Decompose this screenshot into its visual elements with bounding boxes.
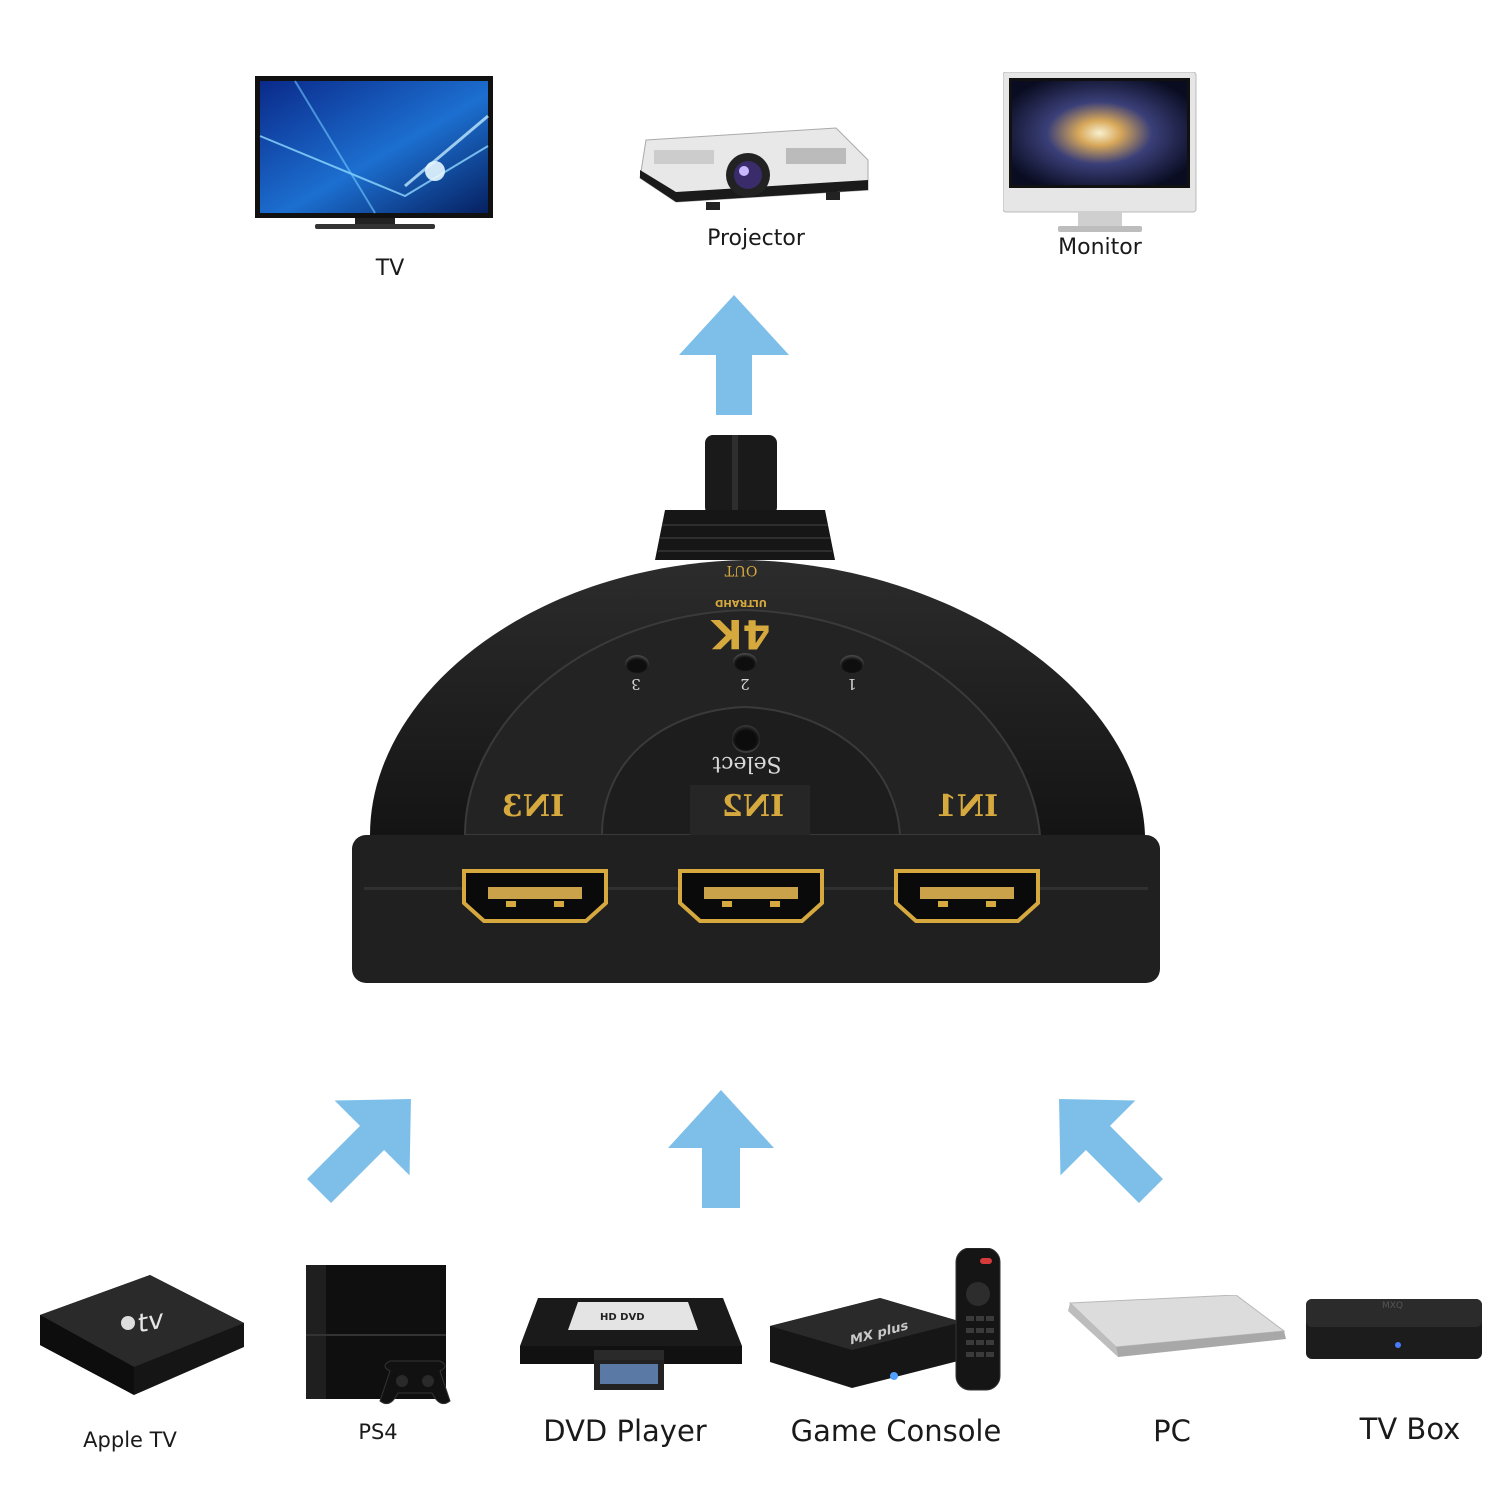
port-label-in2: IN2 [721, 789, 785, 824]
ps4-device [300, 1265, 470, 1415]
hdmi-port-in3[interactable] [460, 867, 610, 925]
tv-icon [255, 76, 493, 229]
mxq-brand-text: MXQ [1382, 1301, 1404, 1311]
input-label-tv-box: TV Box [1359, 1412, 1461, 1446]
input-label-pc: PC [1153, 1414, 1191, 1448]
output-label-projector: Projector [707, 226, 805, 251]
4k-badge: 4K [711, 610, 771, 656]
input-label-dvd-player: DVD Player [543, 1414, 707, 1448]
hdmi-switch: OUT ULTRAHD 4K 3 2 1 Select IN3 IN2 IN1 [340, 435, 1170, 995]
out-port-label: OUT [724, 562, 758, 578]
led-label-3: 3 [631, 675, 641, 693]
dvd-player-icon [520, 1298, 742, 1390]
arrow-input-center-icon [668, 1090, 774, 1208]
select-button-label: Select [712, 751, 782, 776]
apple-tv-brand-text: tv [138, 1304, 164, 1340]
monitor-device [1003, 72, 1197, 234]
tv-box-icon [1306, 1299, 1482, 1359]
monitor-icon [1003, 72, 1197, 232]
tv-box-device: MXQ [1306, 1295, 1486, 1365]
input-label-ps4: PS4 [358, 1420, 398, 1444]
game-console-icon [770, 1248, 1001, 1391]
arrow-up-output-icon [679, 295, 789, 415]
arrow-input-left-icon [307, 1099, 411, 1203]
dvd-player-device: HD DVD [518, 1290, 744, 1392]
select-button[interactable] [732, 725, 760, 751]
game-console-device: MX plus [770, 1248, 1010, 1398]
led-indicator-1 [840, 655, 864, 673]
apple-tv-icon [40, 1275, 244, 1395]
output-label-tv: TV [375, 256, 405, 281]
port-label-in3: IN3 [501, 789, 565, 824]
dvd-brand-text: HD DVD [600, 1312, 645, 1323]
led-indicator-3 [625, 655, 649, 673]
arrow-input-right-icon [1059, 1099, 1163, 1203]
laptop-icon [1068, 1295, 1286, 1357]
pc-device [1066, 1295, 1288, 1365]
hdmi-port-in1[interactable] [892, 867, 1042, 925]
led-label-2: 2 [740, 675, 750, 693]
hdmi-port-in2[interactable] [676, 867, 826, 925]
input-label-apple-tv: Apple TV [83, 1428, 177, 1452]
projector-icon [639, 127, 869, 210]
led-label-1: 1 [847, 675, 857, 693]
input-label-game-console: Game Console [790, 1414, 1002, 1448]
tv-device [255, 76, 495, 236]
ultrahd-sublabel: ULTRAHD [715, 597, 767, 608]
projector-device [636, 120, 876, 220]
led-indicator-2 [733, 653, 757, 671]
output-label-monitor: Monitor [1058, 235, 1142, 260]
apple-tv-device: tv [30, 1275, 250, 1410]
port-label-in1: IN1 [935, 789, 999, 824]
ps4-console-icon [306, 1265, 451, 1405]
